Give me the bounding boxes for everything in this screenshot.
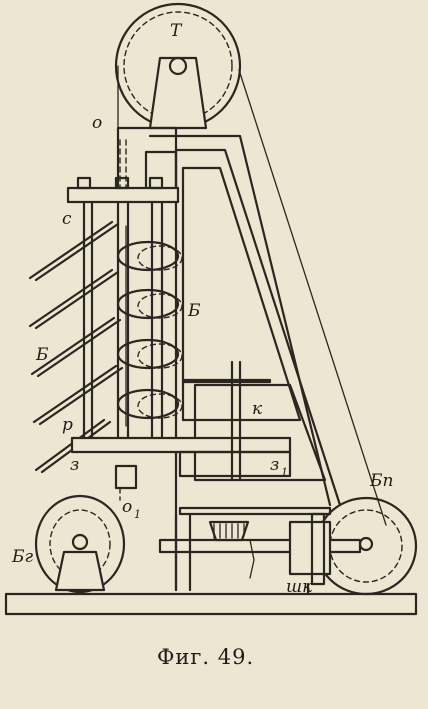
nut-2 [114, 176, 130, 190]
slide-block [178, 450, 292, 478]
label-B-mid: Б [187, 301, 201, 321]
label-p: р [62, 415, 73, 435]
a-frame [148, 134, 342, 592]
label-z: з [70, 455, 79, 475]
top-pulley [114, 2, 242, 130]
slanted-arms [28, 220, 124, 474]
label-T: Т [170, 21, 183, 41]
label-z1-sub: 1 [281, 466, 288, 479]
nut-1 [76, 176, 92, 190]
label-Bg: Бг [11, 547, 33, 567]
label-shk: шк [286, 577, 313, 597]
top-crossbar [66, 186, 180, 204]
label-o1-sub: 1 [134, 508, 141, 521]
lower-crossbar [70, 436, 292, 454]
label-Bp: Бп [369, 471, 393, 491]
belt-line [238, 69, 387, 526]
left-spool [34, 494, 126, 594]
label-z1: з [270, 455, 279, 475]
lower-bearing [114, 464, 138, 490]
figure-caption: Фиг. 49. [157, 645, 254, 669]
label-o1: о [122, 497, 132, 517]
nut-3 [148, 176, 164, 190]
label-k: к [252, 399, 263, 419]
drive-shaft [158, 506, 362, 596]
label-B-left: Б [35, 345, 49, 365]
base-plate [4, 592, 418, 616]
label-c: с [62, 209, 72, 229]
spiral-bobbins [116, 225, 183, 427]
label-o: о [92, 113, 102, 133]
